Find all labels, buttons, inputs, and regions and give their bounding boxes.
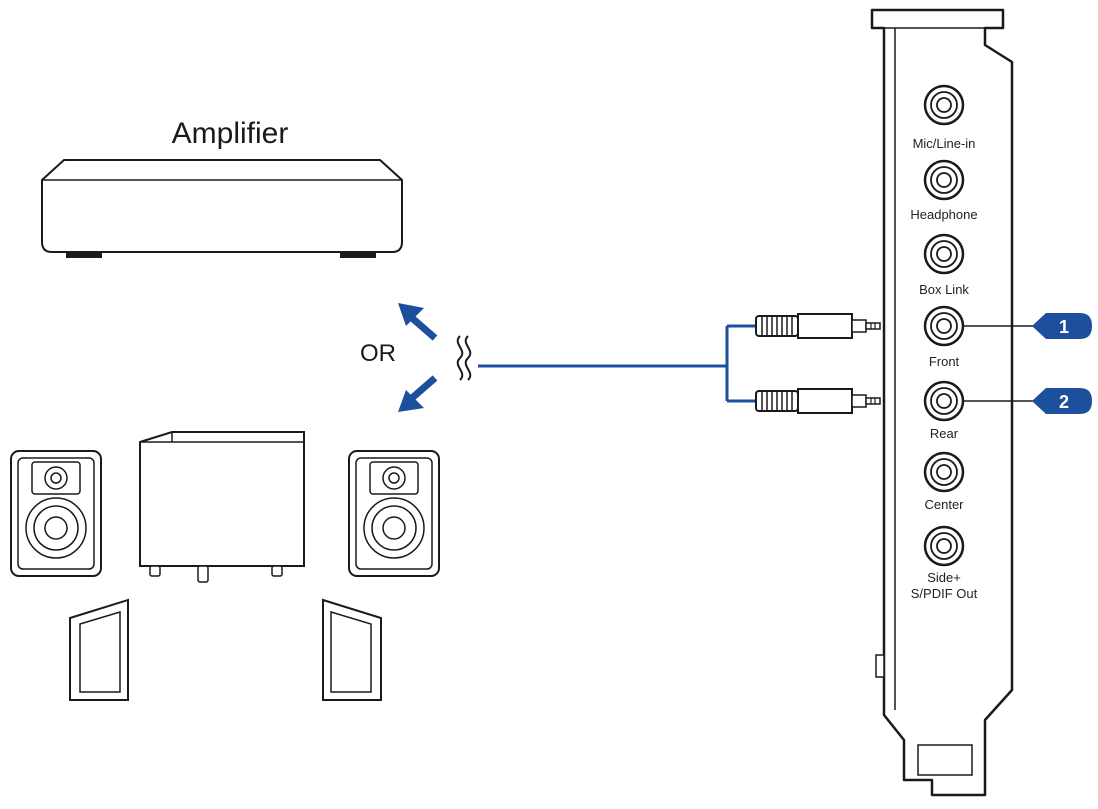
amplifier-foot-left bbox=[66, 252, 102, 258]
port-label: Side+ bbox=[927, 570, 961, 585]
port-jack-ring bbox=[936, 246, 952, 262]
port-label: Front bbox=[929, 354, 960, 369]
port-center: Center bbox=[923, 451, 965, 512]
speaker-rear-left-icon bbox=[69, 598, 129, 701]
jack-plug-rear bbox=[755, 388, 881, 414]
audio-cables bbox=[478, 324, 758, 403]
amplifier-foot-right bbox=[340, 252, 376, 258]
amplifier-label: Amplifier bbox=[172, 117, 289, 150]
arrow-down-left-icon bbox=[398, 375, 438, 412]
port-label-line2: S/PDIF Out bbox=[911, 586, 978, 601]
callouts: 1 2 bbox=[964, 313, 1092, 414]
amplifier-body bbox=[41, 159, 403, 253]
callout-number-2: 2 bbox=[1059, 392, 1069, 412]
port-side: Side+S/PDIF Out bbox=[911, 525, 978, 601]
or-label: OR bbox=[360, 340, 396, 367]
bracket-tab bbox=[917, 744, 973, 776]
port-label: Rear bbox=[930, 426, 959, 441]
subwoofer-icon bbox=[139, 431, 305, 583]
port-label: Center bbox=[924, 497, 964, 512]
speaker-rear-right-icon bbox=[322, 598, 382, 701]
port-label: Headphone bbox=[910, 207, 977, 222]
port-label: Box Link bbox=[919, 282, 969, 297]
speaker-front-left-icon bbox=[10, 450, 102, 577]
callout-number-1: 1 bbox=[1059, 317, 1069, 337]
arrow-up-left-icon bbox=[398, 303, 438, 341]
port-jack-ring bbox=[936, 318, 952, 334]
port-rear: Rear bbox=[923, 380, 965, 441]
port-front: Front bbox=[923, 305, 965, 369]
port-box-link: Box Link bbox=[919, 233, 969, 297]
cable-break-icon bbox=[456, 335, 472, 381]
port-jack-ring bbox=[936, 172, 952, 188]
callout-badge-1: 1 bbox=[1032, 313, 1092, 339]
callout-badge-2: 2 bbox=[1032, 388, 1092, 414]
port-jack-ring bbox=[936, 538, 952, 554]
jack-plug-front bbox=[755, 313, 881, 339]
port-jack-ring bbox=[936, 393, 952, 409]
port-label: Mic/Line-in bbox=[913, 136, 976, 151]
or-selector: OR bbox=[360, 303, 472, 412]
speaker-front-right-icon bbox=[348, 450, 440, 577]
port-headphone: Headphone bbox=[910, 159, 978, 222]
bracket-notch bbox=[875, 654, 885, 678]
port-jack-ring bbox=[936, 97, 952, 113]
amplifier: Amplifier bbox=[41, 117, 403, 258]
port-mic-line-in: Mic/Line-in bbox=[913, 84, 976, 151]
port-jack-ring bbox=[936, 464, 952, 480]
